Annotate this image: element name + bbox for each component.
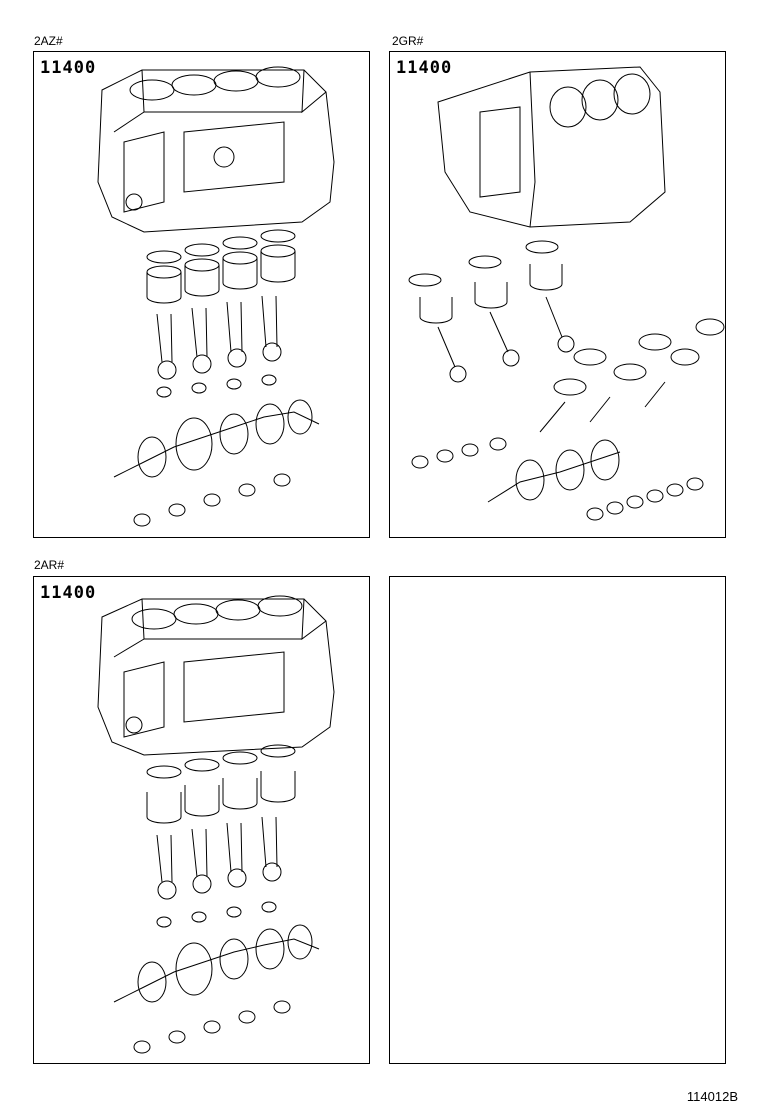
empty-parts-panel [389, 576, 726, 1064]
engine-block-exploded-drawing [34, 577, 370, 1064]
panel-caption-2az: 2AZ# [34, 34, 63, 48]
parts-panel-2ar: 11400 [33, 576, 370, 1064]
parts-panel-2az: 11400 [33, 51, 370, 538]
part-group-code: 11400 [40, 58, 97, 78]
part-group-code: 11400 [396, 58, 453, 78]
panel-caption-2ar: 2AR# [34, 558, 65, 572]
figure-id: 114012B [686, 1089, 738, 1104]
part-group-code: 11400 [40, 583, 97, 603]
panel-caption-2gr: 2GR# [392, 34, 424, 48]
engine-block-exploded-drawing [34, 52, 370, 538]
engine-block-exploded-drawing [390, 52, 726, 538]
parts-panel-2gr: 11400 [389, 51, 726, 538]
